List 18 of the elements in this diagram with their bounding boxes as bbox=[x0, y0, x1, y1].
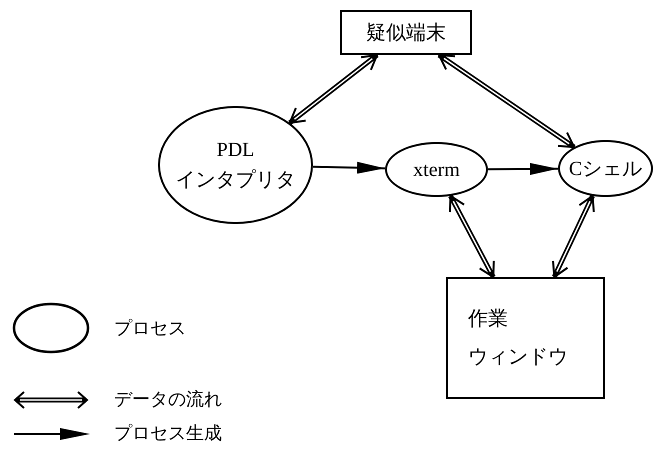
double-arrow bbox=[438, 52, 576, 150]
node-label: PDL bbox=[216, 138, 254, 163]
legend-text: プロセス bbox=[114, 316, 186, 340]
arrow bbox=[312, 162, 386, 174]
node-label: xterm bbox=[413, 158, 460, 182]
legend-text: データの流れ bbox=[114, 388, 222, 411]
node-label: 疑似端末 bbox=[366, 20, 446, 46]
double-arrow bbox=[288, 53, 379, 125]
process-box bbox=[340, 10, 472, 55]
node-label: ウィンドウ bbox=[467, 345, 568, 370]
process-box bbox=[446, 277, 605, 399]
double-arrow bbox=[448, 194, 496, 278]
node-label: インタプリタ bbox=[176, 168, 296, 193]
arrow bbox=[488, 162, 558, 175]
node-label: Cシェル bbox=[568, 156, 642, 182]
legend-text: プロセス生成 bbox=[114, 422, 222, 445]
double-arrow bbox=[552, 194, 595, 278]
node-label: 作業 bbox=[467, 307, 508, 332]
